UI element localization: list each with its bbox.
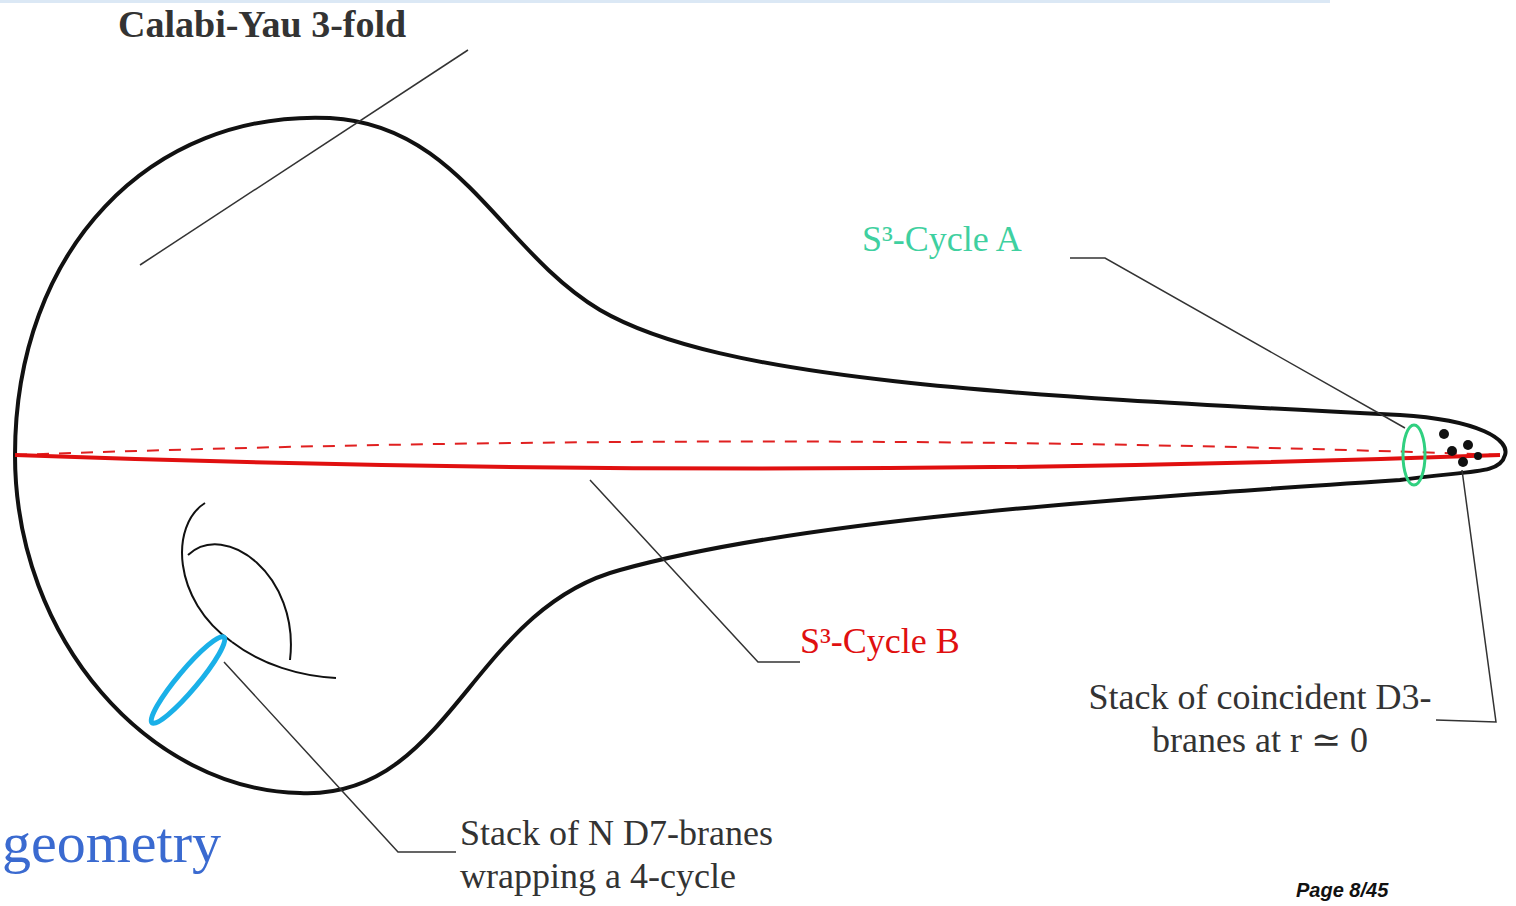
d3-brane (1458, 457, 1468, 467)
leader-line (1070, 258, 1405, 428)
leader-line (224, 662, 456, 852)
top-band (0, 0, 1330, 3)
handle-inner (188, 544, 291, 660)
brane-label: Stack of N D7-branes wrapping a 4-cycle (460, 812, 900, 898)
d3-brane (1439, 429, 1449, 439)
handle-lower (232, 642, 336, 678)
brane-label: Stack of coincident D3-branes at r ≃ 0 (1060, 676, 1460, 762)
cycle-b-back (15, 442, 1500, 456)
d3-brane (1447, 446, 1457, 456)
leader-line (140, 50, 468, 265)
page-number: Page 8/45 (1296, 878, 1388, 902)
cycle-a (1403, 425, 1425, 485)
leader-line (1436, 470, 1496, 722)
cycle-label: S³-Cycle B (800, 620, 960, 663)
leader-line (590, 480, 800, 662)
d7-four-cycle (144, 631, 231, 730)
d3-brane (1463, 440, 1473, 450)
handle-upper (182, 503, 232, 642)
cycle-label: S³-Cycle A (862, 218, 1022, 261)
manifold-outline (15, 118, 1506, 794)
section-heading: geometry (2, 808, 221, 878)
title-label: Calabi-Yau 3-fold (118, 2, 406, 48)
cycle-b-front (15, 455, 1500, 469)
d3-brane (1474, 452, 1482, 460)
